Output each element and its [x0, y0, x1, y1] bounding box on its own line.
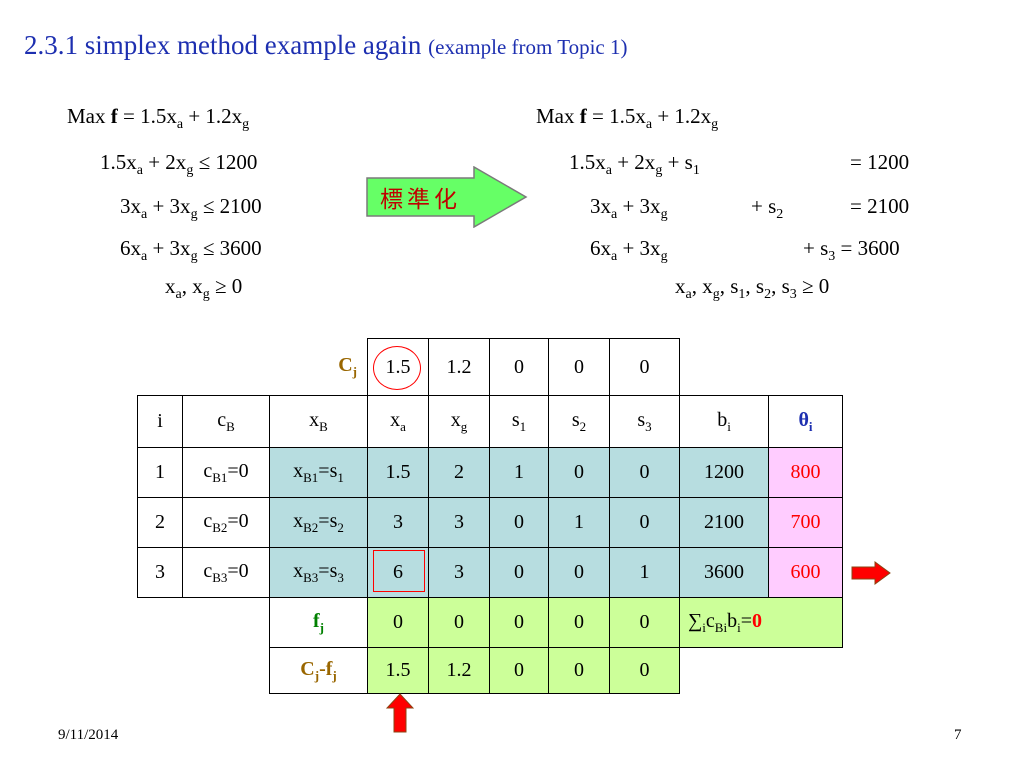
cell-bi: 1200 [679, 447, 769, 498]
title-main: 2.3.1 simplex method example again [24, 30, 422, 60]
cell-theta: 600 [768, 547, 843, 598]
fj-s3: 0 [609, 597, 680, 648]
right-constraint-1: 1.5xa + 2xg + s1 [569, 150, 700, 179]
cell-xg: 3 [428, 497, 490, 548]
cell-s2: 0 [548, 447, 610, 498]
cell-s1: 1 [489, 447, 549, 498]
row-xb: xB1=s1 [269, 447, 368, 498]
cjfj-xg: 1.2 [428, 647, 490, 694]
cell-s3: 1 [609, 547, 680, 598]
left-constraint-3: 6xa + 3xg ≤ 3600 [120, 236, 262, 265]
standardize-arrow: 標準化 [366, 165, 528, 229]
header-s1: s1 [489, 395, 549, 448]
cell-xg: 3 [428, 547, 490, 598]
cj-label: Cj [269, 338, 368, 396]
header-theta: θi [768, 395, 843, 448]
left-constraint-2: 3xa + 3xg ≤ 2100 [120, 194, 262, 223]
header-cb: cB [182, 395, 270, 448]
fj-xg: 0 [428, 597, 490, 648]
cell-s2: 0 [548, 547, 610, 598]
cell-s2: 1 [548, 497, 610, 548]
cj-xg: 1.2 [428, 338, 490, 396]
right-constraint-2: 3xa + 3xg [590, 194, 668, 223]
fj-s2: 0 [548, 597, 610, 648]
fj-row: fj 0 0 0 0 0 ∑icBibi=0 [138, 597, 843, 648]
fj-xa: 0 [367, 597, 429, 648]
up-arrow-icon [386, 693, 414, 733]
left-nonnegativity: xa, xg ≥ 0 [165, 274, 243, 303]
row-cb: cB1=0 [182, 447, 270, 498]
header-xb: xB [269, 395, 368, 448]
right-nonnegativity: xa, xg, s1, s2, s3 ≥ 0 [675, 274, 830, 303]
right-objective: Max f = 1.5xa + 1.2xg [536, 104, 719, 133]
fj-label: fj [269, 597, 368, 648]
page-title: 2.3.1 simplex method example again (exam… [24, 30, 627, 61]
right-rhs-2: = 2100 [850, 194, 910, 218]
fj-s1: 0 [489, 597, 549, 648]
header-bi: bi [679, 395, 769, 448]
row-index: 1 [137, 447, 183, 498]
right-constraint-3: 6xa + 3xg [590, 236, 668, 265]
header-xa: xa [367, 395, 429, 448]
row-index: 2 [137, 497, 183, 548]
header-xg: xg [428, 395, 490, 448]
table-row: 2 cB2=0 xB2=s2 3 3 0 1 0 2100 700 [137, 497, 843, 548]
cj-row: Cj 1.5 1.2 0 0 0 [138, 338, 843, 396]
cj-s3: 0 [609, 338, 680, 396]
cell-bi: 3600 [679, 547, 769, 598]
cell-s3: 0 [609, 497, 680, 548]
cell-s1: 0 [489, 497, 549, 548]
objective-sum: ∑icBibi=0 [679, 597, 843, 648]
cell-theta: 700 [768, 497, 843, 548]
left-constraint-1: 1.5xa + 2xg ≤ 1200 [100, 150, 258, 179]
header-s3: s3 [609, 395, 680, 448]
row-xb: xB3=s3 [269, 547, 368, 598]
entering-coefficient-circle [373, 346, 421, 390]
pivot-element-box [373, 550, 425, 592]
cjfj-s2: 0 [548, 647, 610, 694]
header-s2: s2 [548, 395, 610, 448]
right-slack-3: + s3 = 3600 [803, 236, 900, 265]
cjfj-s3: 0 [609, 647, 680, 694]
cell-theta: 800 [768, 447, 843, 498]
right-rhs-1: = 1200 [850, 150, 910, 174]
right-arrow-icon [366, 165, 528, 229]
simplex-tableau: Cj 1.5 1.2 0 0 0 i cB xB xa xg s1 s2 s3 … [137, 338, 843, 694]
cjfj-s1: 0 [489, 647, 549, 694]
table-row: 3 cB3=0 xB3=s3 6 3 0 0 1 3600 600 [137, 547, 843, 598]
cjfj-xa: 1.5 [367, 647, 429, 694]
cell-s3: 0 [609, 447, 680, 498]
cj-fj-label: Cj-fj [269, 647, 368, 694]
cj-s1: 0 [489, 338, 549, 396]
standardize-label: 標準化 [380, 187, 461, 213]
page-number: 7 [954, 727, 962, 743]
row-index: 3 [137, 547, 183, 598]
right-arrow-icon [851, 561, 891, 585]
footer-date: 9/11/2014 [58, 727, 119, 743]
left-objective: Max f = 1.5xa + 1.2xg [67, 104, 250, 133]
cell-xa: 3 [367, 497, 429, 548]
title-sub: (example from Topic 1) [428, 35, 628, 59]
cell-xa: 1.5 [367, 447, 429, 498]
right-slack-2: + s2 [751, 194, 784, 223]
row-cb: cB3=0 [182, 547, 270, 598]
header-row: i cB xB xa xg s1 s2 s3 bi θi [137, 395, 843, 448]
cj-s2: 0 [548, 338, 610, 396]
row-xb: xB2=s2 [269, 497, 368, 548]
header-i: i [137, 395, 183, 448]
row-cb: cB2=0 [182, 497, 270, 548]
table-row: 1 cB1=0 xB1=s1 1.5 2 1 0 0 1200 800 [137, 447, 843, 498]
cell-bi: 2100 [679, 497, 769, 548]
cell-xg: 2 [428, 447, 490, 498]
cell-s1: 0 [489, 547, 549, 598]
reduced-cost-row: Cj-fj 1.5 1.2 0 0 0 [138, 647, 843, 694]
